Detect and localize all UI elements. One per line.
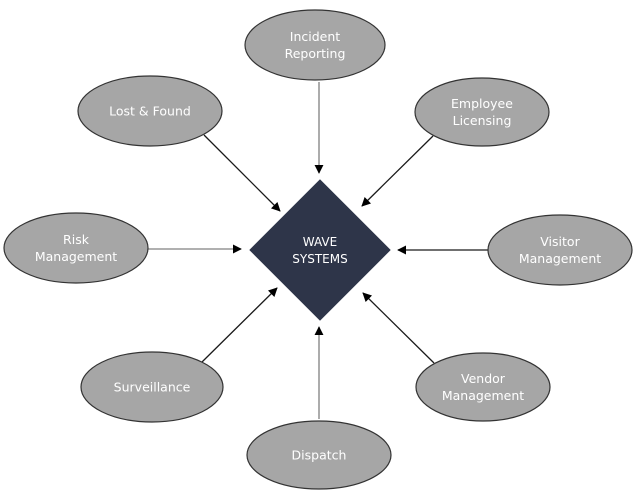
edge-vendor-management-to-center: [362, 292, 435, 364]
edge-employee-licensing-to-center: [361, 135, 434, 207]
node-ellipse[interactable]: [3, 212, 149, 284]
center-label-line-1: WAVE: [303, 235, 337, 249]
edge-lost-and-found-to-center: [203, 134, 281, 212]
node-label: Visitor: [540, 234, 580, 249]
nodes: IncidentReportingEmployeeLicensingVisito…: [3, 9, 633, 490]
center-label-line-2: SYSTEMS: [292, 252, 347, 266]
node-label: Licensing: [453, 113, 512, 128]
node-label: Reporting: [285, 46, 346, 61]
node-ellipse[interactable]: [246, 420, 392, 490]
node-ellipse[interactable]: [487, 214, 633, 286]
node-label: Management: [519, 251, 601, 266]
node-label: Dispatch: [292, 448, 347, 463]
edge-surveillance-to-center: [201, 287, 278, 363]
center-hub[interactable]: WAVE SYSTEMS: [249, 179, 391, 321]
node-ellipse[interactable]: [80, 351, 224, 423]
node-label: Risk: [63, 232, 90, 247]
node-label: Employee: [451, 96, 513, 111]
node-label: Surveillance: [114, 380, 191, 395]
node-ellipse[interactable]: [415, 352, 551, 422]
node-ellipse[interactable]: [414, 77, 550, 147]
node-label: Lost & Found: [109, 104, 191, 119]
node-ellipse[interactable]: [77, 75, 223, 147]
node-label: Management: [442, 388, 524, 403]
node-surveillance[interactable]: Surveillance: [80, 351, 224, 423]
node-dispatch[interactable]: Dispatch: [246, 420, 392, 490]
edges: [148, 82, 488, 419]
node-label: Vendor: [461, 371, 506, 386]
node-lost-and-found[interactable]: Lost & Found: [77, 75, 223, 147]
center-diamond[interactable]: [249, 179, 391, 321]
node-label: Incident: [290, 29, 341, 44]
node-label: Management: [35, 249, 117, 264]
node-ellipse[interactable]: [244, 9, 386, 81]
